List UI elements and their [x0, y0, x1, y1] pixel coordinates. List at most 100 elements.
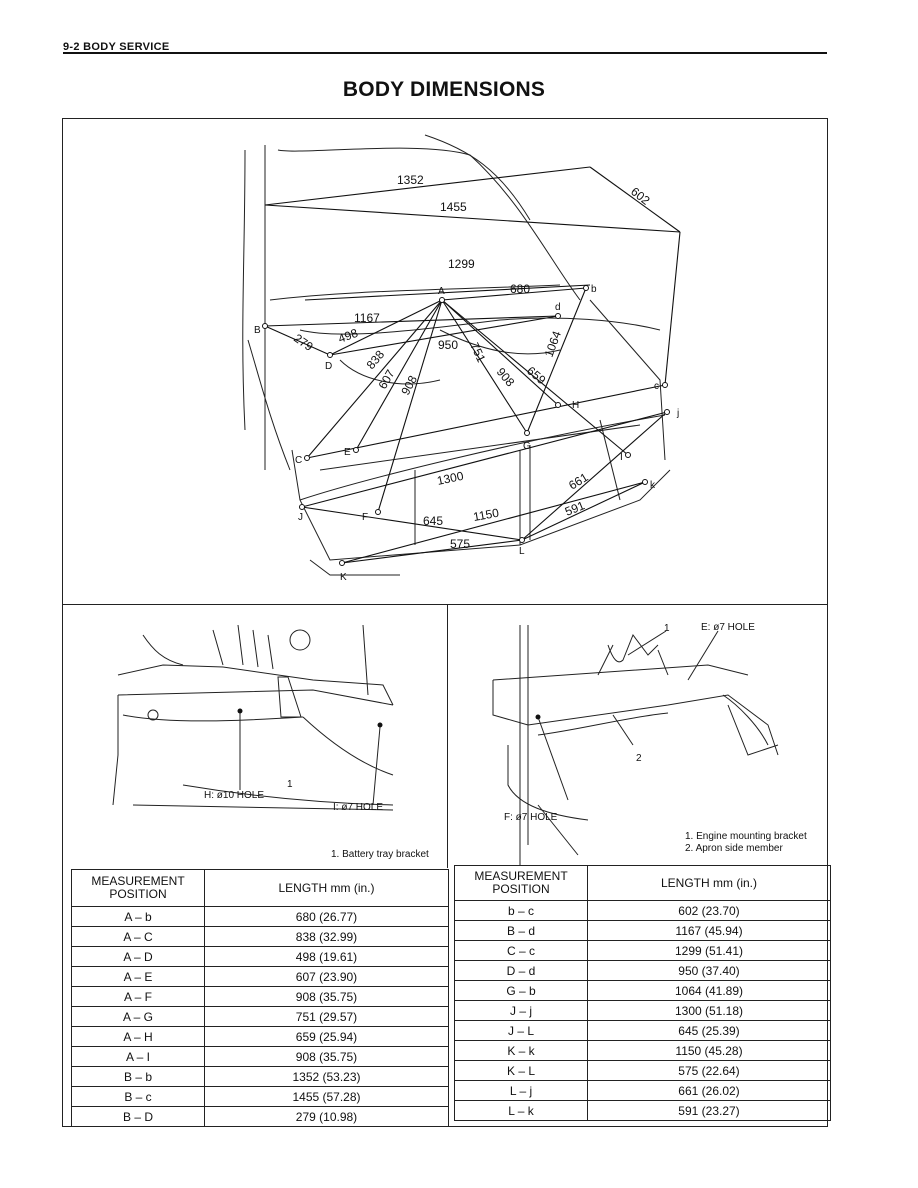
dim-279: 279 [291, 331, 316, 354]
measurement-position-cell: J – L [454, 1020, 588, 1041]
table-header-row: MEASUREMENT POSITION LENGTH mm (in.) [454, 865, 831, 901]
point-D: D [325, 361, 332, 372]
right-legend-1: 1. Engine mounting bracket [685, 831, 807, 842]
length-cell: 645 (25.39) [587, 1020, 831, 1041]
measurement-position-cell: K – L [454, 1060, 588, 1081]
length-cell: 908 (35.75) [204, 986, 449, 1007]
point-c: c [654, 381, 659, 392]
measurement-position-cell: J – j [454, 1000, 588, 1021]
measurement-position-cell: A – G [71, 1006, 205, 1027]
length-cell: 607 (23.90) [204, 966, 449, 987]
right-legend-2: 2. Apron side member [685, 843, 783, 854]
dim-751: 751 [467, 340, 488, 364]
point-b: b [591, 284, 597, 295]
measurement-position-cell: B – b [71, 1066, 205, 1087]
length-cell: 1167 (45.94) [587, 920, 831, 941]
length-cell: 279 (10.98) [204, 1106, 449, 1127]
measurement-position-cell: A – I [71, 1046, 205, 1067]
length-cell: 1352 (53.23) [204, 1066, 449, 1087]
dimension-table-left: MEASUREMENT POSITION LENGTH mm (in.) A –… [71, 869, 449, 1127]
length-cell: 950 (37.40) [587, 960, 831, 981]
right-detail-diagram: 1 2 [492, 623, 779, 865]
point-H: H [572, 400, 579, 411]
measurement-position-cell: L – k [454, 1100, 588, 1121]
length-cell: 1300 (51.18) [587, 1000, 831, 1021]
dimension-table-right: MEASUREMENT POSITION LENGTH mm (in.) b –… [454, 865, 831, 1121]
length-cell: 659 (25.94) [204, 1026, 449, 1047]
left-legend: 1. Battery tray bracket [331, 849, 429, 860]
length-cell: 1064 (41.89) [587, 980, 831, 1001]
point-I: I [620, 452, 623, 463]
hole-f-label: F: ø7 HOLE [504, 812, 558, 823]
length-cell: 575 (22.64) [587, 1060, 831, 1081]
point-E: E [344, 447, 351, 458]
measurement-position-cell: b – c [454, 900, 588, 921]
point-d: d [555, 302, 561, 313]
dim-1064: 1064 [542, 329, 564, 359]
measurement-position-cell: K – k [454, 1040, 588, 1061]
dim-659: 659 [524, 364, 549, 388]
table-header-row: MEASUREMENT POSITION LENGTH mm (in.) [71, 869, 449, 907]
dim-1455: 1455 [440, 200, 467, 214]
figure-frame [62, 118, 828, 1127]
length-cell: 1455 (57.28) [204, 1086, 449, 1107]
detail-divider [447, 604, 448, 868]
point-K: K [340, 572, 347, 583]
dim-645: 645 [423, 514, 443, 528]
dim-498: 498 [336, 326, 360, 346]
dim-575: 575 [450, 537, 470, 551]
measurement-position-cell: C – c [454, 940, 588, 961]
measurement-position-cell: A – H [71, 1026, 205, 1047]
section-header: 9-2 BODY SERVICE [63, 41, 170, 53]
callout-1-right: 1 [664, 623, 670, 634]
measurement-position-cell: A – D [71, 946, 205, 967]
measurement-position-cell: G – b [454, 980, 588, 1001]
dim-680: 680 [510, 282, 530, 296]
frame-divider [63, 604, 827, 605]
measurement-position-cell: B – c [71, 1086, 205, 1107]
dim-950: 950 [438, 338, 458, 352]
dim-1167: 1167 [354, 311, 380, 325]
point-j: j [676, 408, 679, 419]
dim-607: 607 [375, 367, 397, 392]
callout-1-left: 1 [287, 779, 293, 790]
dim-1352: 1352 [397, 173, 424, 187]
point-labels: A b B d D c H j C E G I J F k L K [254, 284, 679, 583]
measurement-position-cell: L – j [454, 1080, 588, 1101]
point-J: J [298, 512, 303, 523]
measurement-position-cell: B – d [454, 920, 588, 941]
length-cell: 602 (23.70) [587, 900, 831, 921]
callout-2-right: 2 [636, 753, 642, 764]
measurement-position-cell: A – b [71, 906, 205, 927]
vehicle-outline [242, 134, 671, 576]
col-length-header: LENGTH mm (in.) [204, 869, 449, 907]
length-cell: 751 (29.57) [204, 1006, 449, 1027]
point-B: B [254, 325, 261, 336]
length-cell: 1150 (45.28) [587, 1040, 831, 1061]
header-rule [63, 52, 827, 54]
main-body-diagram: 1352 1455 602 1299 680 1167 279 498 838 … [242, 134, 681, 583]
point-F: F [362, 512, 368, 523]
col-position-header: MEASUREMENT POSITION [71, 869, 205, 907]
point-G: G [523, 441, 531, 452]
dim-1150: 1150 [472, 506, 500, 524]
point-A: A [438, 286, 445, 297]
